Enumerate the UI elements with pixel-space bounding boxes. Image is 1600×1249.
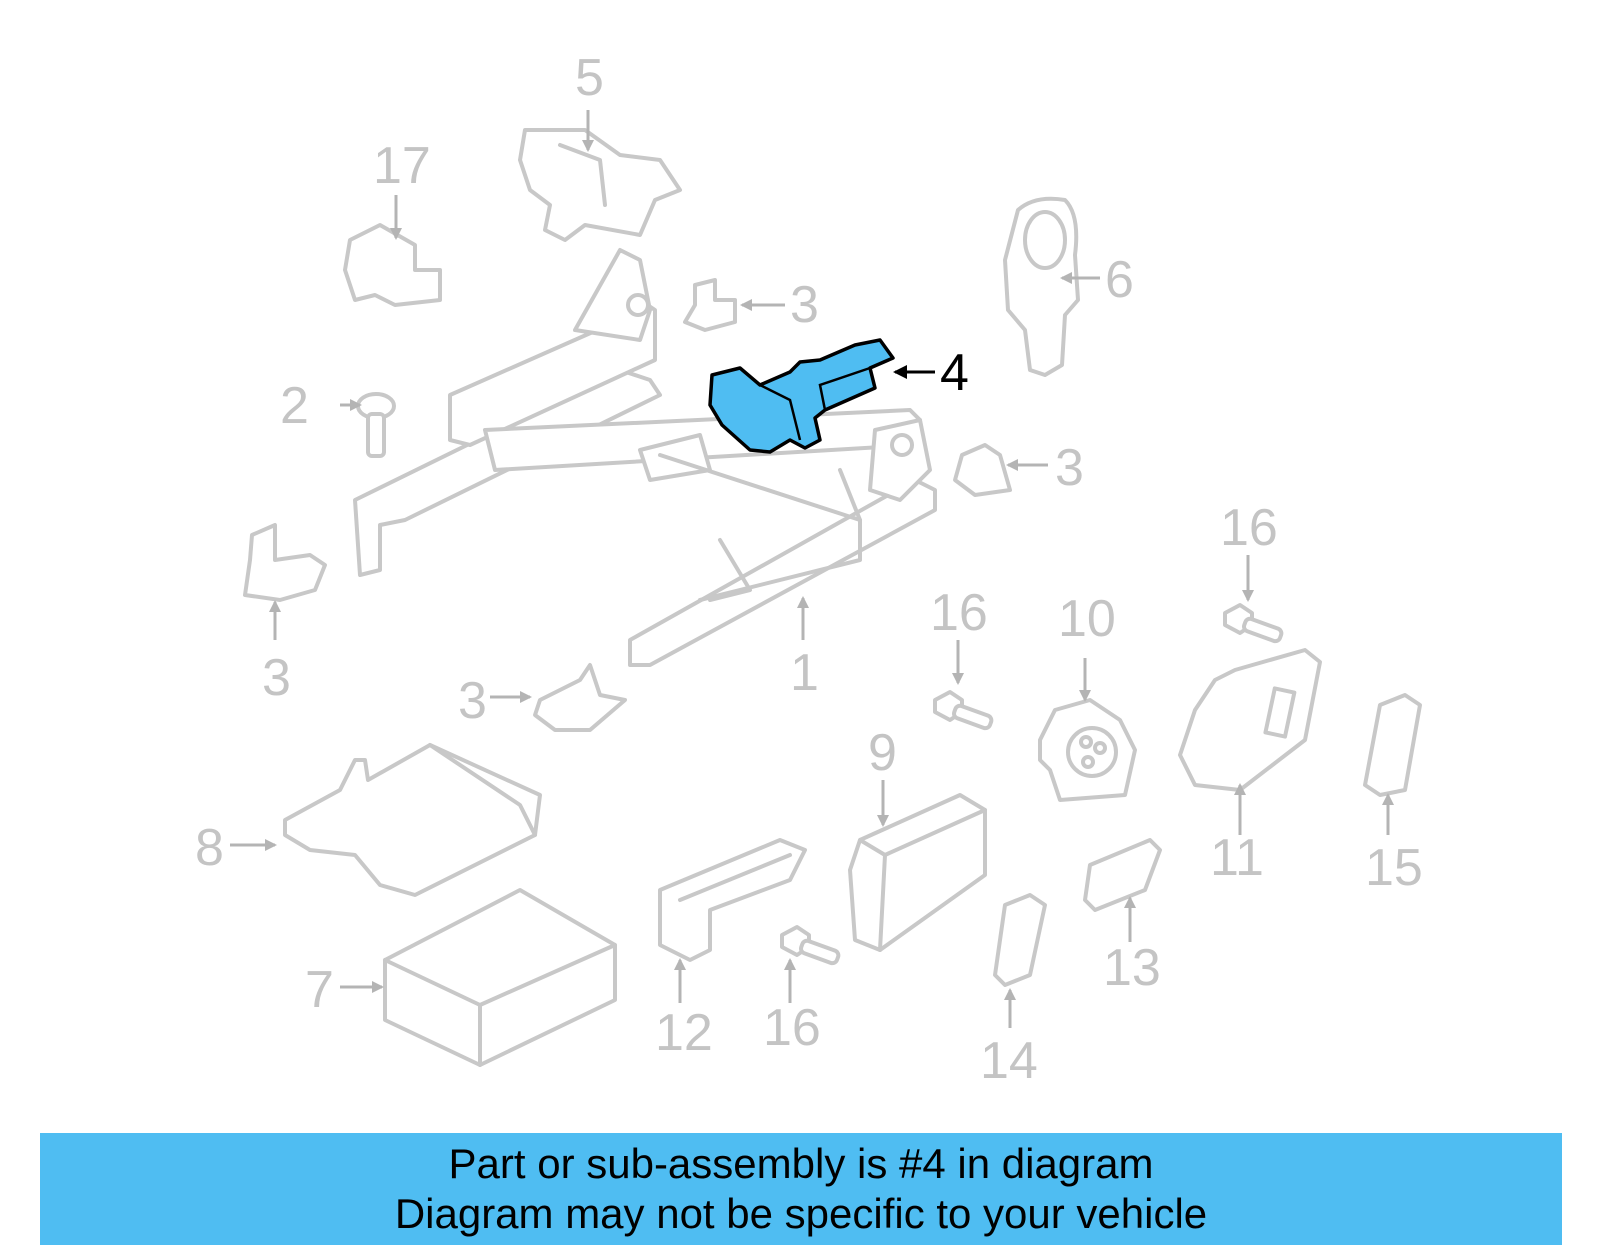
callout-14: 14 [980, 1032, 1038, 1090]
callout-12: 12 [655, 1004, 713, 1062]
info-banner: Part or sub-assembly is #4 in diagram Di… [40, 1133, 1562, 1245]
part-8-module [283, 743, 542, 897]
callout-labels: 5 17 6 3 4 2 3 16 16 10 1 3 3 9 8 11 15 … [195, 49, 1423, 1090]
callout-10: 10 [1058, 590, 1116, 648]
callout-7: 7 [305, 961, 334, 1019]
part-2-bolt [356, 392, 396, 458]
banner-line-2: Diagram may not be specific to your vehi… [394, 1190, 1208, 1237]
part-5-motor [518, 128, 682, 242]
part-10-motor [1038, 698, 1137, 802]
part-17-sensor [343, 223, 442, 307]
callout-6: 6 [1105, 251, 1134, 309]
callout-arrows [230, 110, 1394, 1028]
part-3-bracket-right [953, 443, 1012, 497]
callout-1: 1 [790, 644, 819, 702]
callout-3-left: 3 [262, 649, 291, 707]
part-14-switch [993, 893, 1047, 987]
callout-16-middle: 16 [930, 584, 988, 642]
part-12-trim [658, 838, 807, 962]
part-4-highlighted [708, 338, 895, 454]
part-7-module [383, 888, 617, 1067]
callout-16-right: 16 [1220, 499, 1278, 557]
part-3-bracket-top [683, 278, 737, 332]
part-9-module [848, 793, 987, 952]
callout-13: 13 [1103, 939, 1161, 997]
callout-9: 9 [868, 724, 897, 782]
part-13-switch [1083, 838, 1162, 912]
part-6-motor [1003, 196, 1080, 377]
callout-15: 15 [1365, 839, 1423, 897]
part-16-bolt-b [1223, 603, 1284, 644]
banner-line-1: Part or sub-assembly is #4 in diagram [448, 1140, 1154, 1187]
part-1-seat-frame [353, 248, 937, 667]
callout-8: 8 [195, 819, 224, 877]
callout-3-right: 3 [1055, 439, 1084, 497]
part-16-bolt-a [933, 690, 994, 731]
part-15-switch [1363, 693, 1422, 797]
callout-16-bottom: 16 [763, 999, 821, 1057]
callout-11: 11 [1210, 829, 1264, 887]
part-3-bracket-bottom [533, 663, 627, 732]
part-16-bolt-c [780, 925, 841, 966]
callout-17: 17 [373, 137, 431, 195]
callout-2: 2 [280, 377, 309, 435]
callout-3-bottom: 3 [458, 672, 487, 730]
callout-4: 4 [940, 344, 969, 402]
callout-3-top: 3 [790, 276, 819, 334]
part-11-cover [1178, 648, 1322, 792]
callout-5: 5 [575, 49, 604, 107]
part-3-bracket-left [243, 523, 327, 602]
